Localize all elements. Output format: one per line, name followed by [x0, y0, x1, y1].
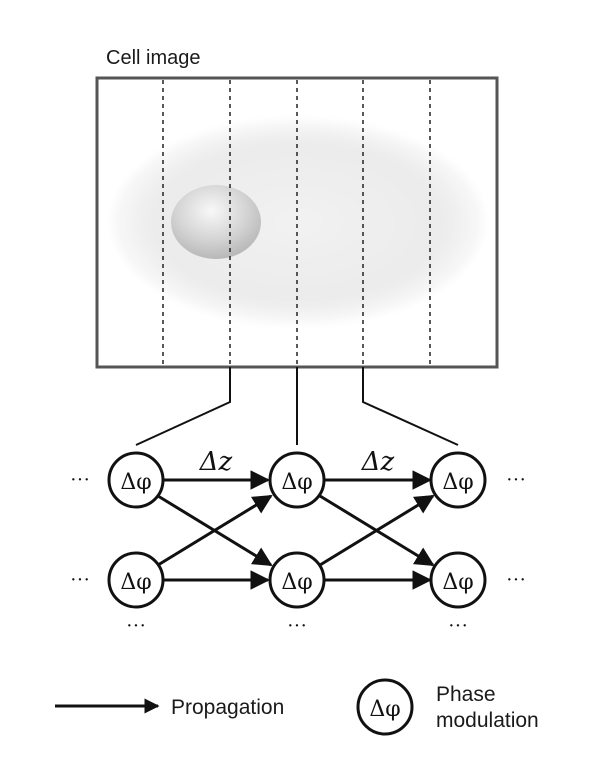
panel-title: Cell image	[106, 47, 200, 69]
cell-body	[112, 120, 484, 324]
legend-node-label-line2: modulation	[436, 709, 539, 732]
ellipsis-left-bottom: ···	[70, 569, 90, 591]
node-circle	[429, 551, 487, 609]
arrow-cross-up-2	[319, 494, 435, 567]
node-symbol: Δφ	[281, 470, 312, 495]
legend-node-circle	[356, 678, 414, 736]
node-top-right: Δφ	[429, 451, 487, 509]
step-label: Δz	[361, 447, 395, 477]
slice-connectors	[135, 367, 459, 446]
node-bottom-left: Δφ	[107, 551, 165, 609]
propagation-arrows	[157, 470, 435, 590]
node-symbol: Δφ	[281, 570, 312, 595]
ellipsis-below-middle: ···	[287, 615, 307, 637]
node-symbol: Δφ	[442, 570, 473, 595]
ellipsis-below-right: ···	[448, 615, 468, 637]
node-symbol: Δφ	[120, 470, 151, 495]
ellipsis-left-top: ···	[70, 469, 90, 491]
node-circle	[268, 451, 326, 509]
node-bottom-middle: Δφ	[268, 551, 326, 609]
node-circle	[429, 451, 487, 509]
node-top-left: Δφ	[107, 451, 165, 509]
node-symbol: Δφ	[120, 570, 151, 595]
node-symbol: Δφ	[442, 470, 473, 495]
cell-image-panel	[95, 76, 499, 369]
legend-node-symbol: Δφ	[369, 697, 400, 722]
cell-nucleus	[171, 185, 261, 259]
arrow-cross-up-1	[157, 494, 273, 567]
connector-right	[362, 367, 459, 446]
node-circle	[107, 451, 165, 509]
node-circle	[107, 551, 165, 609]
node-circle	[268, 551, 326, 609]
step-label: Δz	[199, 447, 233, 477]
ellipsis-right-top: ···	[506, 469, 526, 491]
legend-arrow-label: Propagation	[171, 696, 284, 719]
legend: Propagation Δφ Phase modulation	[55, 678, 539, 736]
node-top-middle: Δφ	[268, 451, 326, 509]
legend-node-label-line1: Phase	[436, 683, 496, 706]
ellipsis-right-bottom: ···	[506, 569, 526, 591]
node-bottom-right: Δφ	[429, 551, 487, 609]
ellipsis-below-left: ···	[126, 615, 146, 637]
connector-left	[135, 367, 231, 446]
